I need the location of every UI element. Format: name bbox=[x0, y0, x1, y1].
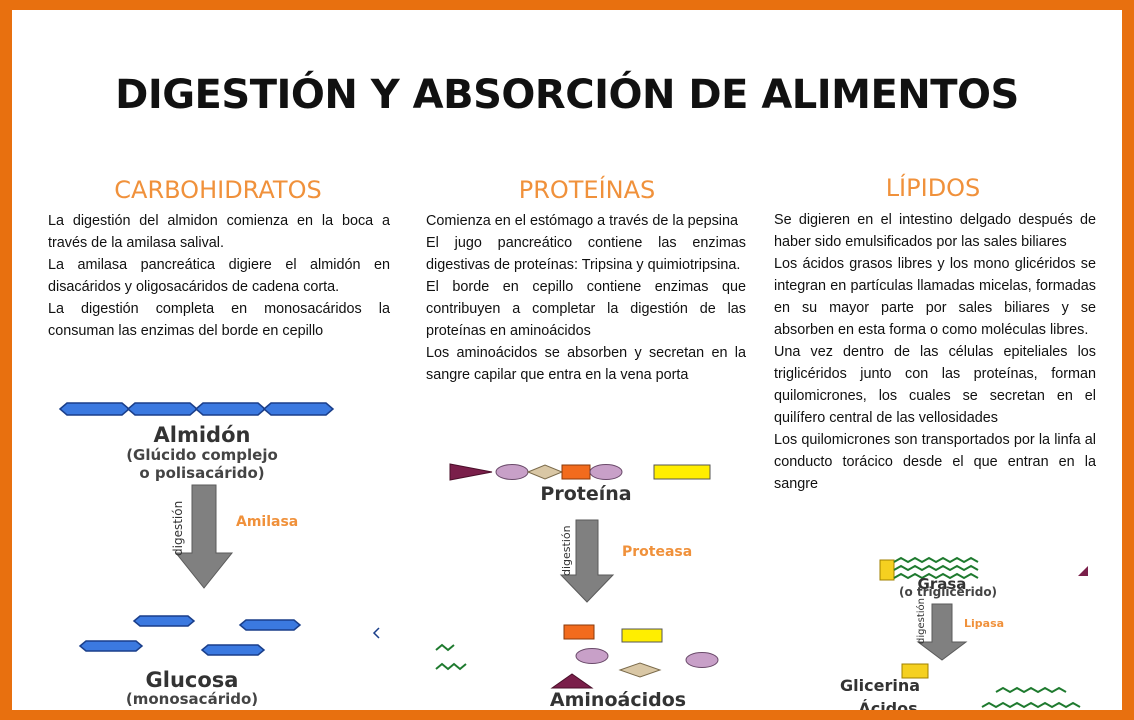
glucose-unit bbox=[78, 640, 144, 652]
amino-acid-diamond bbox=[526, 464, 564, 480]
page-title: DIGESTIÓN Y ABSORCIÓN DE ALIMENTOS bbox=[115, 72, 1019, 118]
digestion-arrow-label: digestión bbox=[915, 598, 927, 644]
amino-acid-rect bbox=[653, 464, 711, 480]
carbohydrate-digestion-diagram: Almidón (Glúcido complejo o polisacárido… bbox=[58, 402, 380, 708]
amino-acid-triangle bbox=[550, 673, 594, 689]
fatty-acids-label-2: grasos bbox=[904, 712, 964, 720]
amino-acid-triangle-partial bbox=[1078, 566, 1088, 576]
fatty-acids bbox=[981, 686, 1081, 709]
glucose-unit-partial bbox=[372, 627, 380, 639]
amino-acid-circle bbox=[575, 648, 609, 664]
glycerol-label: Glicerina bbox=[840, 676, 920, 695]
protein-digestion-diagram: Proteína digestión Proteasa Aminoácidos bbox=[435, 463, 719, 711]
paragraph: La amilasa pancreática digiere el almidó… bbox=[48, 257, 390, 295]
heading-proteinas: PROTEÍNAS bbox=[518, 176, 656, 204]
glycerol-backbone bbox=[901, 663, 929, 679]
enzyme-proteasa: Proteasa bbox=[622, 544, 692, 560]
protein-chain bbox=[449, 463, 711, 481]
amino-acids bbox=[435, 624, 719, 689]
amino-acid-circle bbox=[685, 652, 719, 668]
fatty-acids-label: Ácidos bbox=[858, 699, 917, 718]
starch-sub-2: o polisacárido) bbox=[139, 464, 264, 482]
text-proteinas: Comienza en el estómago a través de la p… bbox=[426, 210, 746, 386]
glycerol-backbone bbox=[879, 559, 895, 581]
paragraph: Se digieren en el intestino delgado desp… bbox=[774, 212, 1096, 250]
digestion-arrow bbox=[559, 519, 615, 603]
glucose-unit bbox=[200, 644, 266, 656]
lipid-digestion-diagram: Grasa (o triglicérido) digestión Lipasa … bbox=[840, 556, 1088, 720]
protein-label: Proteína bbox=[540, 483, 631, 505]
fatty-acid-wave bbox=[981, 701, 1081, 709]
text-carbohidratos: La digestión del almidon comienza en la … bbox=[48, 210, 390, 342]
paragraph: Una vez dentro de las células epiteliale… bbox=[774, 344, 1096, 426]
paragraph: El borde en cepillo contiene enzimas que… bbox=[426, 279, 746, 339]
glucose-unit bbox=[132, 615, 196, 627]
amino-acids-label: Aminoácidos bbox=[550, 689, 686, 711]
paragraph: Comienza en el estómago a través de la p… bbox=[426, 213, 738, 229]
amino-acid-triangle bbox=[449, 463, 493, 481]
glucose-unit bbox=[58, 402, 131, 416]
glucose-unit bbox=[262, 402, 335, 416]
starch-sub-1: (Glúcido complejo bbox=[126, 446, 278, 464]
glucose-units bbox=[78, 615, 380, 656]
paragraph: La digestión del almidon comienza en la … bbox=[48, 213, 390, 251]
amino-acid-circle bbox=[495, 464, 529, 480]
triglyceride bbox=[879, 556, 1088, 581]
fatty-acid-wave bbox=[893, 572, 979, 580]
starch-chain bbox=[58, 402, 335, 416]
amino-acid-rect bbox=[621, 628, 663, 643]
text-lipidos: Se digieren en el intestino delgado desp… bbox=[774, 209, 1096, 495]
amino-acid-square bbox=[561, 464, 591, 480]
fat-sub: (o triglicérido) bbox=[899, 585, 997, 599]
enzyme-lipasa: Lipasa bbox=[964, 617, 1004, 630]
amino-acid-circle bbox=[589, 464, 623, 480]
enzyme-amilasa: Amilasa bbox=[236, 514, 298, 530]
paragraph: El jugo pancreático contiene las enzimas… bbox=[426, 235, 746, 273]
glucose-label: Glucosa bbox=[146, 668, 239, 692]
digestion-arrow bbox=[916, 603, 968, 661]
glucose-unit bbox=[238, 619, 302, 631]
starch-label: Almidón bbox=[154, 423, 251, 447]
fatty-acid-wave bbox=[893, 556, 979, 564]
heading-carbohidratos: CARBOHIDRATOS bbox=[114, 176, 322, 204]
fatty-acid-wave bbox=[995, 686, 1067, 694]
glucose-sub: (monosacárido) bbox=[126, 690, 258, 708]
heading-lipidos: LÍPIDOS bbox=[885, 174, 981, 202]
digestion-arrow-label: digestión bbox=[560, 525, 573, 576]
paragraph: La digestión completa en monosacáridos l… bbox=[48, 301, 390, 339]
glucose-unit bbox=[194, 402, 267, 416]
digestion-arrow-label: digestión bbox=[171, 501, 185, 556]
paragraph: Los aminoácidos se absorben y secretan e… bbox=[426, 345, 746, 383]
paragraph: Los quilomicrones son transportados por … bbox=[774, 432, 1096, 492]
digestion-arrow bbox=[174, 484, 234, 589]
fatty-acid-wave bbox=[435, 643, 455, 652]
fatty-acid-wave bbox=[893, 564, 979, 572]
paragraph: Los ácidos grasos libres y los mono glic… bbox=[774, 256, 1096, 338]
fat-label: Grasa bbox=[918, 575, 967, 593]
glucose-unit bbox=[126, 402, 199, 416]
amino-acid-diamond bbox=[618, 662, 662, 678]
fatty-acid-wave bbox=[435, 662, 467, 671]
amino-acid-square bbox=[563, 624, 595, 640]
